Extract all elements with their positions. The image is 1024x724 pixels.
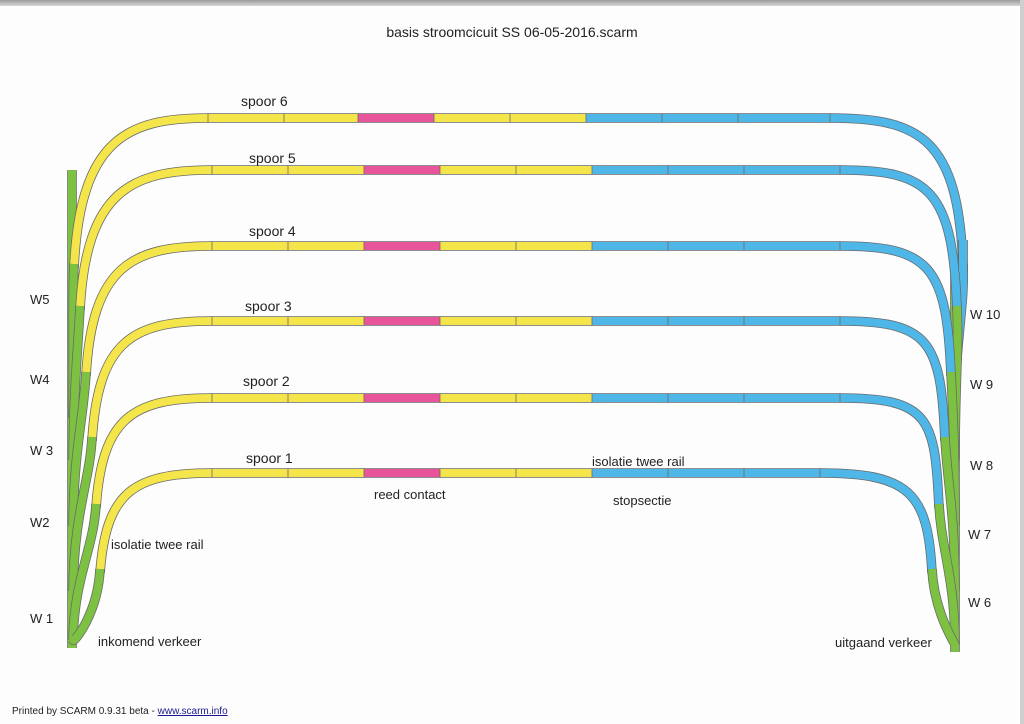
switch-label-w2: W2 (30, 515, 50, 530)
spoor-1-left-curve-outline (95, 468, 213, 574)
track-label-spoor-3: spoor 3 (245, 298, 292, 314)
annotation-reed-contact: reed contact (374, 487, 446, 502)
spoor-6-right-curve (829, 114, 967, 269)
spoor-6-left-curve (70, 114, 209, 269)
spoor-5-left-curve-outline (75, 165, 213, 311)
spoor-4-left-curve (82, 242, 213, 377)
spoor-3-right-curve (839, 317, 949, 442)
tracks-layer (67, 113, 969, 652)
spoor-3-left-curve (88, 317, 213, 442)
spoor-2-right-curve (839, 394, 943, 509)
annotation-isolation-right: isolatie twee rail (592, 454, 685, 469)
switch-label-w7: W 7 (968, 527, 992, 542)
spoor-2-right-curve-outline (839, 393, 944, 509)
spoor-3-left-switch-lead (69, 436, 96, 592)
spoor-2-left-curve (92, 394, 213, 509)
switch-label-w6: W 6 (968, 595, 992, 610)
track-label-spoor-6: spoor 6 (241, 93, 288, 109)
spoor-2-left-curve-outline (91, 393, 213, 509)
spoor-2-left-switch-lead (69, 503, 100, 641)
annotation-incoming-traffic: inkomend verkeer (98, 634, 202, 649)
spoor-1-right-curve-outline (819, 468, 937, 574)
footer-printed-text: Printed by SCARM 0.9.31 beta - (12, 706, 158, 717)
spoor-1-left-switch-lead (69, 568, 104, 645)
spoor-4-left-switch-lead (69, 371, 90, 527)
spoor-5-left-curve (76, 166, 213, 311)
layout-title: basis stroomcicuit SS 06-05-2016.scarm (386, 24, 638, 40)
spoor-2-right-switch-lead (935, 503, 959, 646)
track-label-spoor-5: spoor 5 (249, 150, 296, 166)
footer-url-link[interactable]: www.scarm.info (157, 706, 228, 717)
switch-label-w9: W 9 (970, 377, 994, 392)
switch-label-w4: W4 (30, 372, 50, 387)
print-footer: Printed by SCARM 0.9.31 beta - www.scarm… (12, 706, 228, 717)
spoor-5-left-switch-lead (69, 305, 84, 461)
spoor-1-left-curve (96, 469, 213, 574)
track-label-spoor-2: spoor 2 (243, 373, 290, 389)
switch-label-w3: W 3 (30, 443, 54, 458)
track-label-spoor-4: spoor 4 (249, 223, 296, 239)
switch-label-w10: W 10 (970, 307, 1001, 322)
annotation-isolation-left: isolatie twee rail (111, 537, 204, 552)
spoor-4-left-curve-outline (81, 241, 213, 377)
spoor-3-left-curve-outline (87, 316, 213, 442)
scan-edge (1020, 0, 1024, 724)
spoor-1-right-switch-lead (928, 568, 959, 647)
annotation-stop-section: stopsectie (613, 493, 672, 508)
spoor-1-right-curve (819, 469, 936, 574)
track-label-spoor-1: spoor 1 (246, 450, 293, 466)
switch-label-w5: W5 (30, 292, 50, 307)
spoor-5-right-curve (839, 166, 961, 311)
scan-shadow (0, 0, 1024, 6)
switch-label-w1: W 1 (30, 611, 54, 626)
annotation-outgoing-traffic: uitgaand verkeer (835, 635, 932, 650)
spoor-3-right-switch-lead (941, 436, 959, 592)
spoor-4-right-curve (839, 242, 955, 377)
switch-label-w8: W 8 (970, 458, 994, 473)
